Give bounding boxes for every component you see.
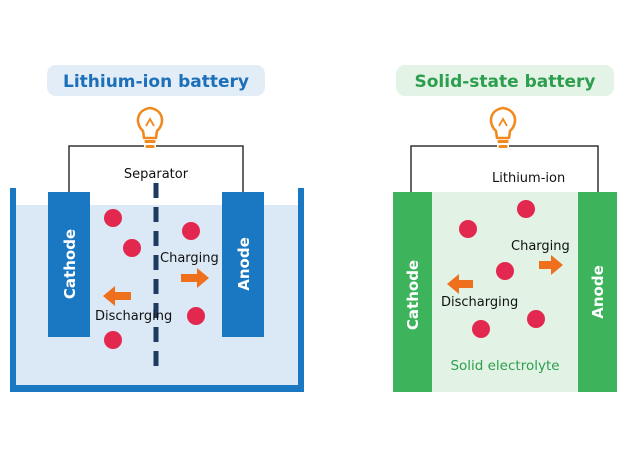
lithium-ions	[459, 200, 545, 338]
lithium-ion-title-pill: Lithium-ion battery	[47, 65, 265, 96]
cathode-label: Cathode	[404, 260, 422, 330]
charging-label: Charging	[511, 239, 570, 254]
left-wire	[410, 145, 497, 192]
cathode-electrode	[48, 192, 90, 337]
solid-state-battery: Solid-state battery Cathode Anode Lithiu…	[393, 65, 617, 392]
lithium-ions	[104, 209, 205, 349]
lithium-ion-particle	[527, 310, 545, 328]
bulb-glass	[489, 106, 517, 140]
discharging-label: Discharging	[95, 309, 172, 324]
solid-state-title-pill: Solid-state battery	[396, 65, 614, 96]
solid-state-bulb-icon	[489, 106, 517, 148]
right-wire	[509, 145, 599, 192]
right-wire	[156, 145, 244, 192]
bulb-base-ring	[497, 140, 509, 143]
bulb-glass	[136, 106, 164, 140]
anode-electrode	[222, 192, 264, 337]
left-wire	[68, 145, 144, 192]
bulb-base-ring	[145, 145, 155, 148]
lithium-ion-particle	[459, 220, 477, 238]
lithium-ion-particle	[187, 307, 205, 325]
lithium-ion-label: Lithium-ion	[492, 171, 565, 186]
lithium-ion-particle	[182, 222, 200, 240]
discharging-arrow-icon	[447, 274, 473, 294]
discharging-label: Discharging	[441, 295, 518, 310]
lithium-ion-title-bg	[47, 65, 265, 96]
bulb-filament	[145, 117, 155, 127]
charging-arrow-icon	[539, 255, 563, 275]
lithium-ion-particle	[472, 320, 490, 338]
charging-arrow-icon	[181, 268, 209, 288]
cathode-electrode	[393, 192, 432, 392]
bulb-base-ring	[498, 145, 508, 148]
lithium-ion-particle	[104, 209, 122, 227]
solid-state-title: Solid-state battery	[415, 72, 596, 92]
lithium-ion-battery: Lithium-ion battery Cathode Anode Separa…	[10, 65, 304, 392]
anode-label: Anode	[235, 237, 253, 291]
solid-electrolyte-label: Solid electrolyte	[450, 358, 559, 374]
bulb-base-ring	[144, 140, 156, 143]
lithium-ion-particle	[496, 262, 514, 280]
charging-label: Charging	[160, 251, 219, 266]
anode-label: Anode	[589, 265, 607, 319]
solid-state-title-bg	[396, 65, 614, 96]
discharging-arrow-icon	[103, 286, 131, 306]
cathode-label: Cathode	[61, 229, 79, 299]
lithium-ion-particle	[104, 331, 122, 349]
lithium-ion-title: Lithium-ion battery	[63, 72, 249, 92]
lithium-ion-bulb-icon	[136, 106, 164, 148]
lithium-ion-particle	[123, 239, 141, 257]
separator-label: Separator	[124, 167, 189, 182]
lithium-ion-particle	[517, 200, 535, 218]
anode-electrode	[578, 192, 617, 392]
solid-electrolyte	[432, 192, 578, 392]
bulb-filament	[498, 117, 508, 127]
